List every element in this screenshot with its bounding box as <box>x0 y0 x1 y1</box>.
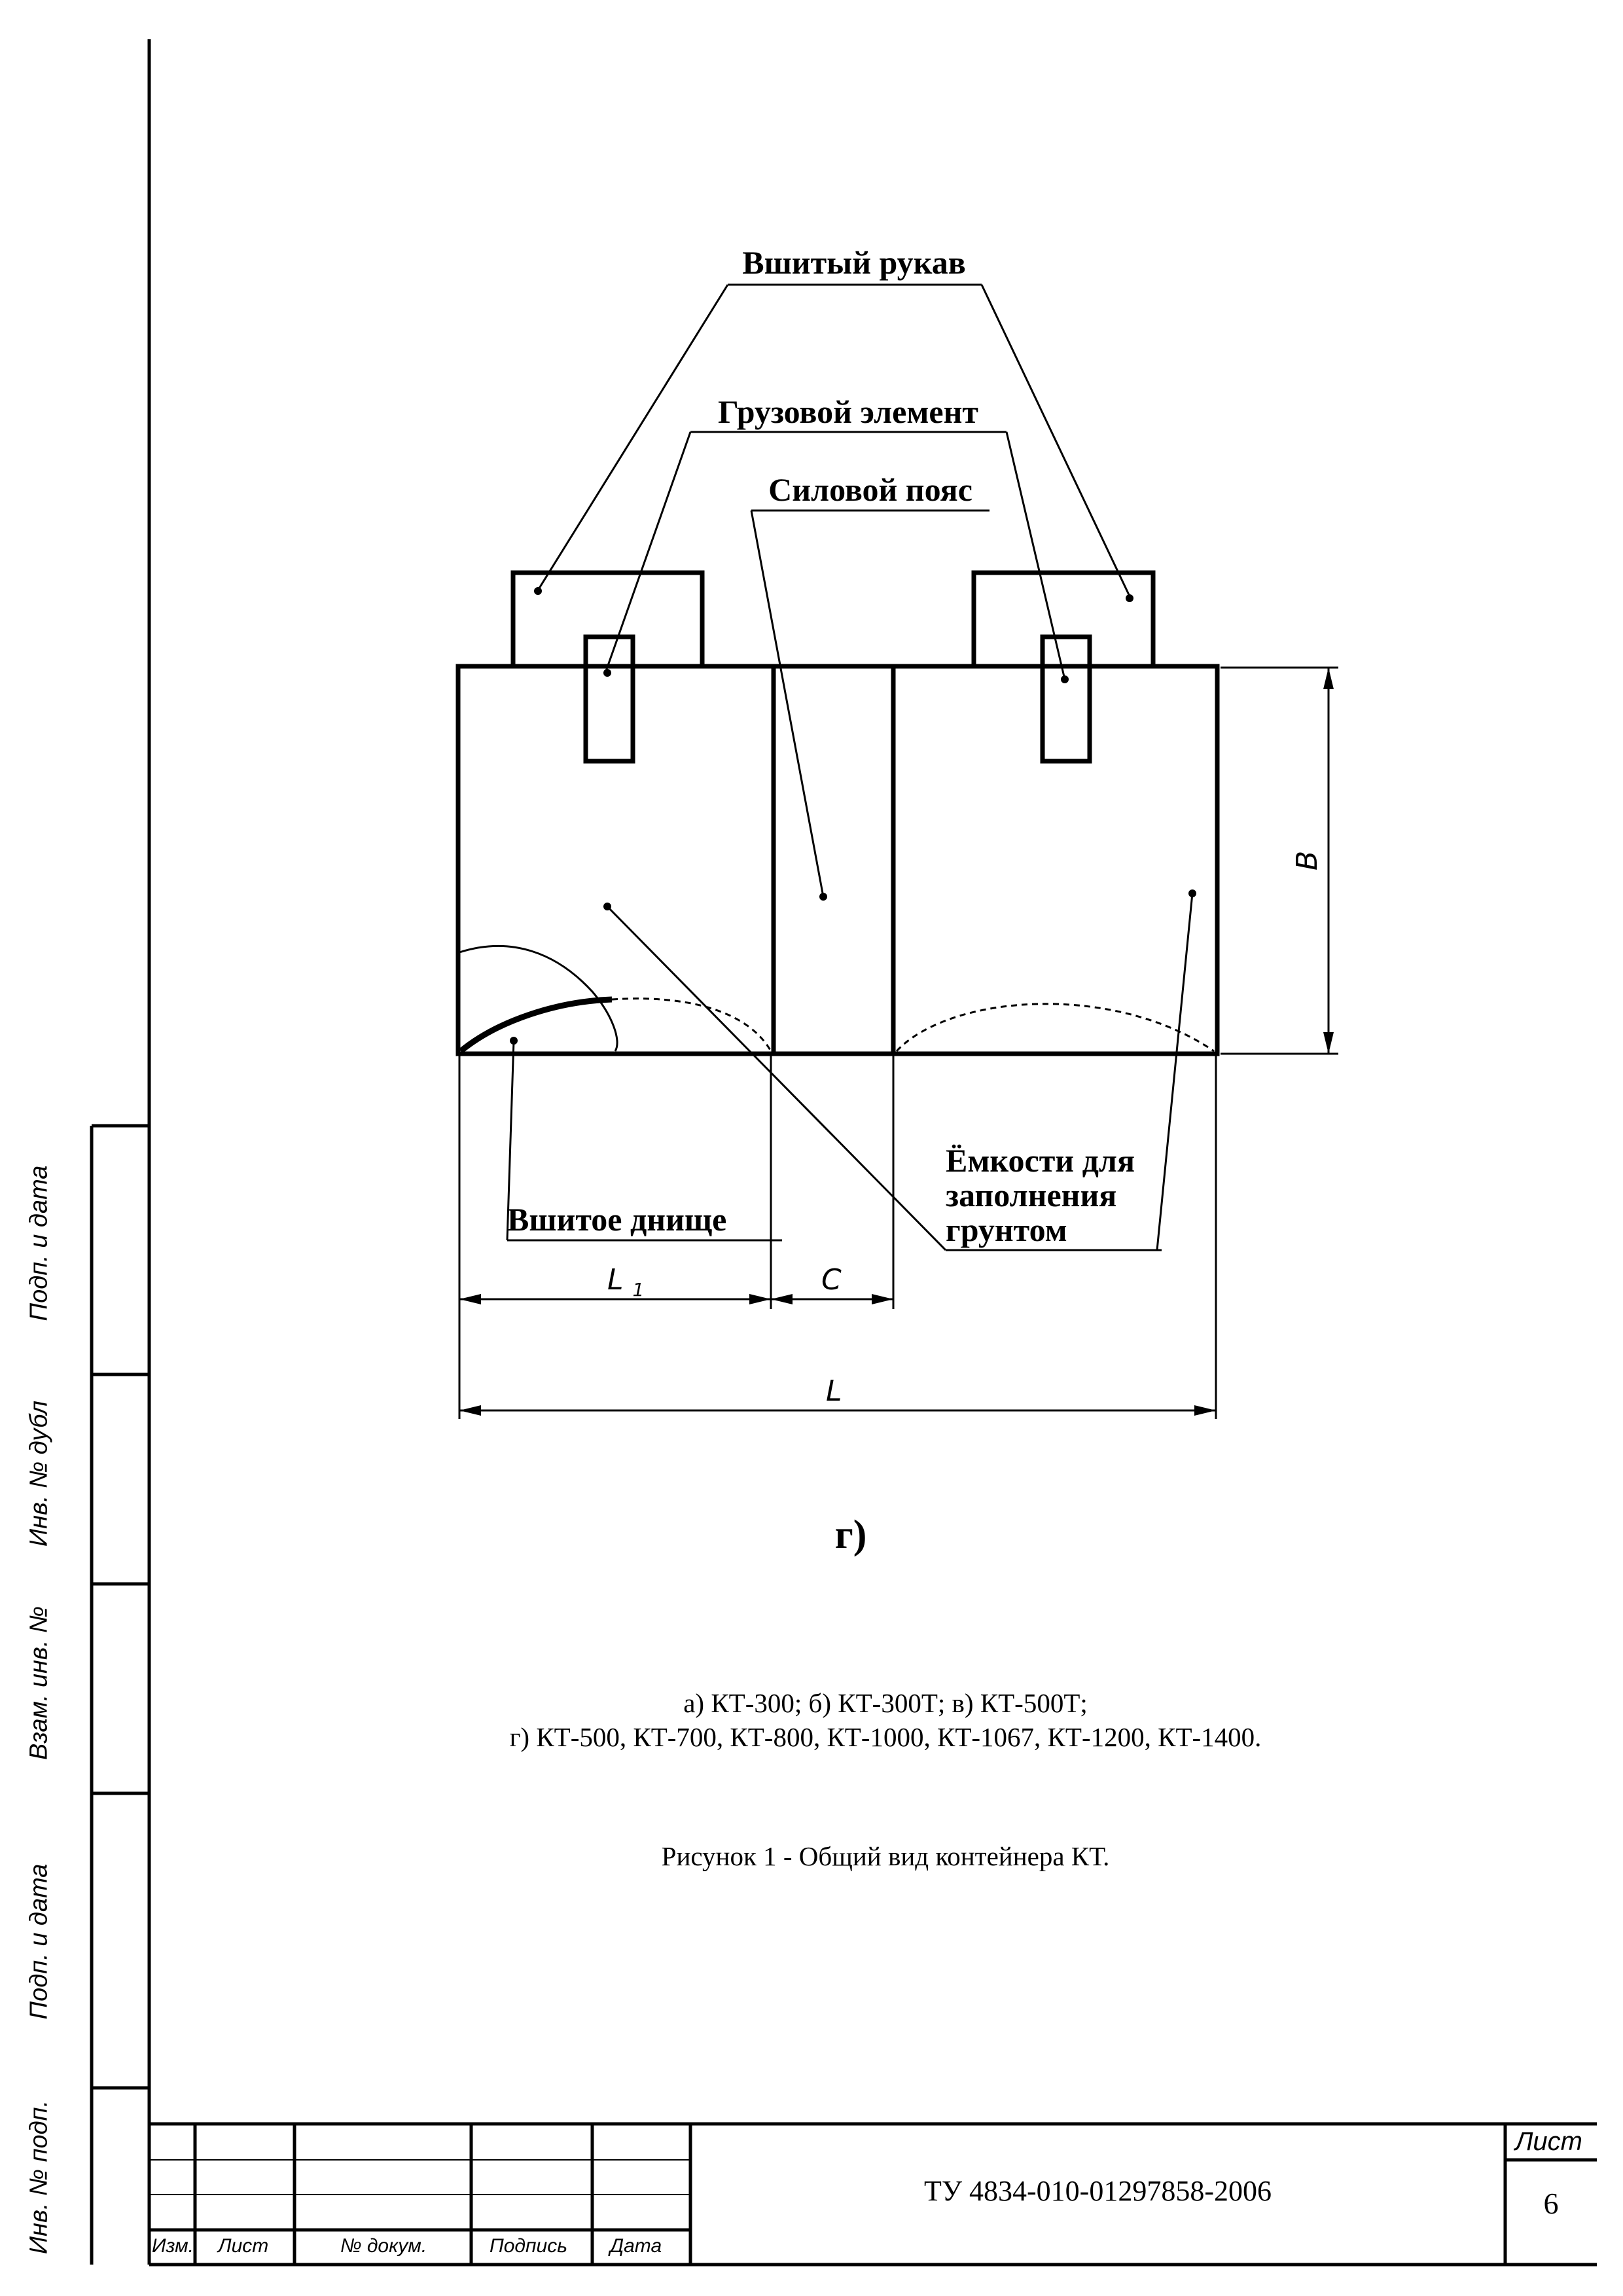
side-stamp-grid <box>90 1124 149 2265</box>
tb-col-rev: Изм. <box>152 2235 194 2257</box>
right-sleeve <box>971 570 1156 666</box>
dimension-arrows <box>459 668 1334 1416</box>
figure-letter: г) <box>834 1513 867 1557</box>
tb-col-signature: Подпись <box>490 2235 567 2257</box>
right-compartment <box>891 664 1220 1056</box>
sheet-label: Лист <box>1515 2127 1582 2156</box>
label-power-belt: Силовой пояс <box>768 471 972 508</box>
right-bottom-curve-dashed <box>895 1003 1215 1052</box>
tb-col-date: Дата <box>610 2235 662 2257</box>
label-containers-line3: грунтом <box>946 1211 1067 1248</box>
tb-col-sheet: Лист <box>218 2235 269 2257</box>
label-sewn-sleeve: Вшитый рукав <box>742 244 965 281</box>
leader-lines <box>506 283 1194 1251</box>
caption-line2: г) КТ-500, КТ-700, КТ-800, КТ-1000, КТ-1… <box>509 1722 1262 1752</box>
dim-c: C <box>821 1263 842 1297</box>
leader-dots <box>510 587 1196 1045</box>
dimension-lines <box>458 666 1338 1419</box>
caption-line1: а) КТ-300; б) КТ-300Т; в) КТ-500Т; <box>683 1688 1088 1718</box>
label-containers-line1: Ёмкости для <box>946 1142 1135 1179</box>
container-body <box>455 570 1220 1056</box>
tb-col-doc-no: № докум. <box>340 2235 427 2257</box>
dim-l: L <box>826 1374 842 1408</box>
cutaway-line <box>459 944 618 1052</box>
right-cargo-element <box>1040 634 1092 764</box>
label-cargo-element: Грузовой элемент <box>718 393 978 430</box>
left-bottom-curve-bold <box>459 996 613 1054</box>
figure-title: Рисунок 1 - Общий вид контейнера КТ. <box>661 1841 1110 1871</box>
left-cargo-element <box>583 634 635 764</box>
label-sewn-bottom: Вшитое днище <box>507 1201 726 1238</box>
sheet-number: 6 <box>1543 2187 1559 2220</box>
dim-b: B <box>1291 851 1324 870</box>
document-code: ТУ 4834-010-01297858-2006 <box>924 2175 1272 2207</box>
label-containers-line2: заполнения <box>946 1177 1116 1213</box>
left-sleeve <box>510 570 705 666</box>
